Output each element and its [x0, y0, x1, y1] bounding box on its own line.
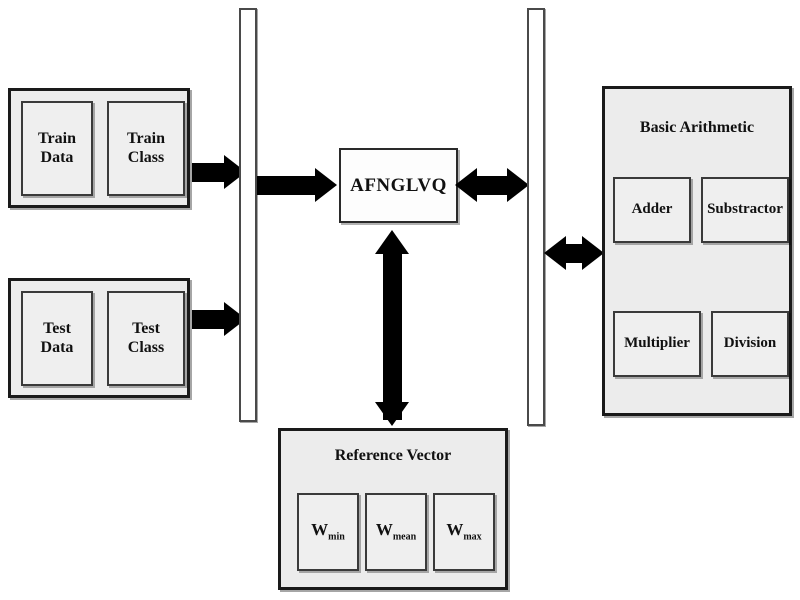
wmean-subscript: mean	[392, 531, 417, 543]
reference-vector-panel[interactable]: Reference Vector Wmin Wmean Wmax	[278, 428, 508, 590]
train-class-box[interactable]: Train Class	[107, 101, 185, 196]
division-label: Division	[723, 335, 777, 352]
basic-arithmetic-title: Basic Arithmetic	[639, 119, 755, 136]
train-class-line2: Class	[127, 148, 165, 166]
basic-arithmetic-panel[interactable]: Basic Arithmetic Adder Substractor Multi…	[602, 86, 792, 416]
train-class-line1: Train	[127, 129, 165, 147]
multiplier-box[interactable]: Multiplier	[613, 311, 701, 377]
wmax-base: W	[446, 520, 464, 540]
test-class-line2: Class	[127, 338, 165, 356]
substractor-box[interactable]: Substractor	[701, 177, 789, 243]
left-bus-bar[interactable]	[239, 8, 257, 422]
train-data-line1: Train	[38, 129, 76, 147]
reference-vector-wmax-box[interactable]: Wmax	[433, 493, 495, 571]
reference-vector-title: Reference Vector	[334, 447, 452, 464]
reference-vector-wmin-box[interactable]: Wmin	[297, 493, 359, 571]
multiplier-label: Multiplier	[624, 335, 690, 352]
test-class-box[interactable]: Test Class	[107, 291, 185, 386]
wmin-subscript: min	[328, 531, 345, 543]
test-data-line1: Test	[43, 319, 71, 337]
test-data-line2: Data	[40, 338, 74, 356]
adder-label: Adder	[631, 201, 673, 218]
wmean-base: W	[375, 520, 393, 540]
test-data-box[interactable]: Test Data	[21, 291, 93, 386]
reference-vector-wmean-box[interactable]: Wmean	[365, 493, 427, 571]
train-data-box[interactable]: Train Data	[21, 101, 93, 196]
wmin-base: W	[311, 520, 329, 540]
afnglvq-core-block[interactable]: AFNGLVQ	[339, 148, 458, 223]
wmax-subscript: max	[463, 531, 482, 543]
test-class-line1: Test	[132, 319, 160, 337]
test-input-group[interactable]: Test Data Test Class	[8, 278, 190, 398]
train-data-line2: Data	[40, 148, 74, 166]
substractor-label: Substractor	[707, 201, 783, 218]
adder-box[interactable]: Adder	[613, 177, 691, 243]
afnglvq-label: AFNGLVQ	[350, 174, 447, 196]
division-box[interactable]: Division	[711, 311, 789, 377]
train-input-group[interactable]: Train Data Train Class	[8, 88, 190, 208]
right-bus-bar[interactable]	[527, 8, 545, 426]
